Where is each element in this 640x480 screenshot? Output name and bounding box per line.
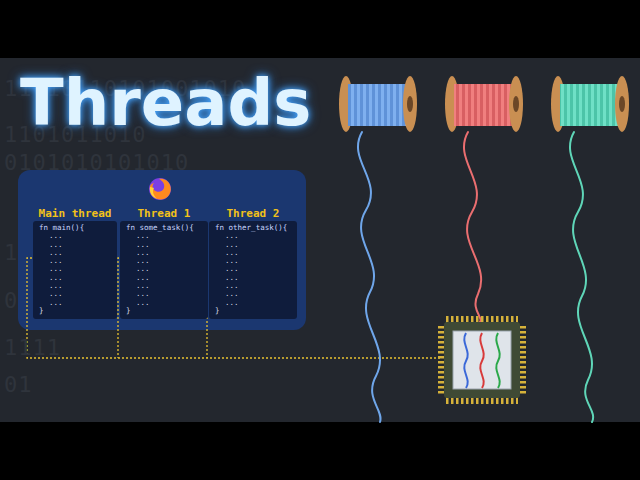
code-line: ... bbox=[126, 290, 204, 298]
code-line: ... bbox=[39, 290, 113, 298]
code-line: ... bbox=[126, 274, 204, 282]
thread-heading: Thread 2 bbox=[209, 207, 297, 221]
code-line: ... bbox=[126, 232, 204, 240]
code-line: ... bbox=[39, 299, 113, 307]
code-line: ... bbox=[39, 274, 113, 282]
watermark-digits: 0101010101010 bbox=[4, 150, 189, 175]
thread-column: Thread 1fn some_task(){.................… bbox=[120, 207, 208, 319]
thread-column: Thread 2fn other_task(){................… bbox=[209, 207, 297, 319]
code-line: ... bbox=[215, 299, 293, 307]
watermark-digits: 1 bbox=[4, 240, 18, 265]
thread-heading: Main thread bbox=[33, 207, 117, 221]
code-line: fn other_task(){ bbox=[215, 224, 293, 232]
code-line: fn some_task(){ bbox=[126, 224, 204, 232]
watermark-digits: 0 bbox=[4, 288, 18, 313]
code-line: } bbox=[215, 307, 293, 315]
code-line: ... bbox=[39, 282, 113, 290]
code-line: ... bbox=[215, 232, 293, 240]
title: Threads bbox=[20, 66, 311, 140]
code-line: ... bbox=[39, 249, 113, 257]
thread-heading: Thread 1 bbox=[120, 207, 208, 221]
code-line: ... bbox=[39, 241, 113, 249]
code-line: fn main(){ bbox=[39, 224, 113, 232]
code-box: fn other_task(){........................… bbox=[209, 221, 297, 319]
code-box: fn some_task(){.........................… bbox=[120, 221, 208, 319]
code-line: ... bbox=[215, 241, 293, 249]
code-line: ... bbox=[126, 282, 204, 290]
code-line: ... bbox=[215, 274, 293, 282]
code-line: } bbox=[39, 307, 113, 315]
code-line: ... bbox=[215, 265, 293, 273]
watermark-digits: 01 bbox=[4, 372, 33, 397]
code-line: } bbox=[126, 307, 204, 315]
code-line: ... bbox=[39, 257, 113, 265]
code-line: ... bbox=[126, 299, 204, 307]
watermark-digits: 1111 bbox=[4, 335, 61, 360]
code-line: ... bbox=[215, 249, 293, 257]
thread-column: Main threadfn main(){...................… bbox=[33, 207, 117, 319]
code-box: fn main(){...........................} bbox=[33, 221, 117, 319]
code-line: ... bbox=[39, 232, 113, 240]
code-line: ... bbox=[215, 290, 293, 298]
code-line: ... bbox=[215, 282, 293, 290]
code-line: ... bbox=[215, 257, 293, 265]
code-line: ... bbox=[126, 257, 204, 265]
code-line: ... bbox=[39, 265, 113, 273]
code-line: ... bbox=[126, 241, 204, 249]
code-line: ... bbox=[126, 265, 204, 273]
code-line: ... bbox=[126, 249, 204, 257]
